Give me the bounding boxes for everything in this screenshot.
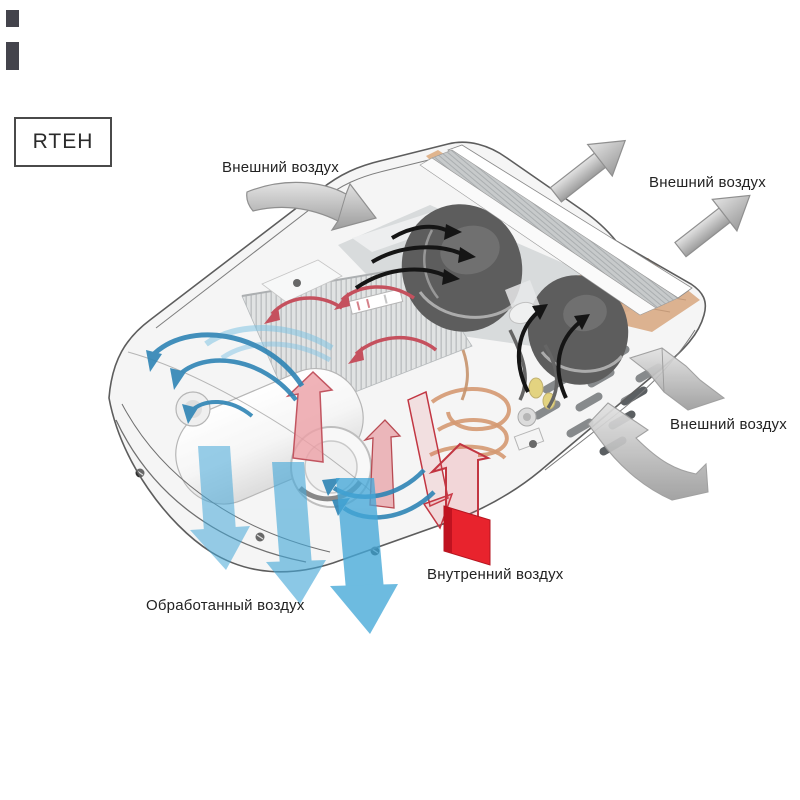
condenser-intake-strip — [419, 144, 693, 316]
label-treated-air: Обработанный воздух — [146, 597, 305, 614]
scan-artifact-mark-bottom — [6, 42, 19, 70]
treated-air-arrows — [190, 446, 398, 634]
warm-air-arrows — [264, 285, 438, 364]
external-air-out-arrow-2 — [674, 194, 751, 258]
external-air-side-arrow-upper — [628, 347, 726, 411]
label-external-air-right-top: Внешний воздух — [649, 174, 766, 191]
scan-artifact-mark-top — [6, 10, 19, 27]
external-air-side-arrow-lower — [587, 402, 709, 501]
label-internal-air: Внутренний воздух — [427, 566, 564, 583]
rteh-badge-label: RTEH — [32, 130, 94, 153]
label-external-air-right-mid: Внешний воздух — [670, 416, 787, 433]
fan-airflow-arrows — [354, 224, 590, 399]
rteh-badge: RTEH — [14, 117, 112, 167]
label-external-air-top: Внешний воздух — [222, 159, 339, 176]
front-ledge — [261, 259, 343, 303]
internal-air-arrow — [428, 442, 492, 566]
heater-element-board — [348, 288, 404, 315]
external-air-in-arrow — [246, 181, 378, 232]
shell-cover — [108, 141, 707, 573]
fan-scroll-left — [401, 204, 523, 332]
cool-air-swirl-arrows — [146, 325, 436, 520]
external-air-out-arrow-1 — [549, 139, 627, 203]
